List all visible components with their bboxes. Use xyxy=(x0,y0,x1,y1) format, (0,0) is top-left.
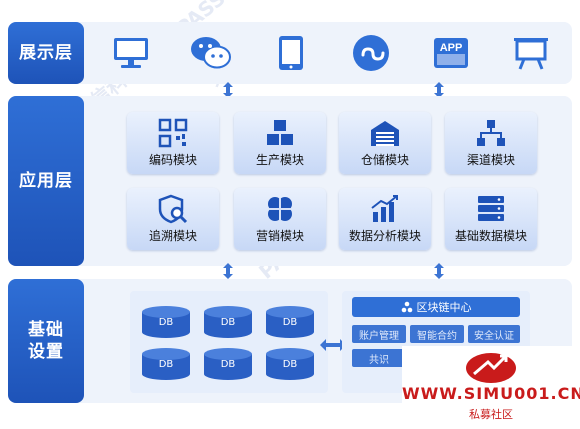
module-label: 生产模块 xyxy=(255,153,304,167)
tablet-icon xyxy=(268,30,314,76)
display-layer: 展示层 APP xyxy=(8,22,572,84)
arrow-up-down-icon xyxy=(223,263,233,279)
module-traceability: 追溯模块 xyxy=(127,188,219,250)
arrow-up-down-icon xyxy=(434,82,444,98)
blockchain-title-text: 区块链中心 xyxy=(416,301,472,314)
database-icon: DB xyxy=(202,305,254,339)
base-layer-label: 基础设置 xyxy=(8,279,84,403)
module-label: 编码模块 xyxy=(148,153,197,167)
warehouse-icon xyxy=(339,118,431,148)
module-label: 营销模块 xyxy=(255,229,304,243)
blockchain-icon xyxy=(401,301,412,313)
module-label: 渠道模块 xyxy=(466,153,515,167)
database-icon: DB xyxy=(202,347,254,381)
logo-url: WWW.SIMU001.CN xyxy=(402,384,580,403)
bar-growth-icon xyxy=(339,194,431,224)
monitor-icon xyxy=(108,30,154,76)
arrow-up-down-icon xyxy=(434,263,444,279)
module-base-data: 基础数据模块 xyxy=(445,188,537,250)
db-label: DB xyxy=(158,317,174,328)
module-channel: 渠道模块 xyxy=(445,112,537,174)
database-group: DB DB DB DB DB DB xyxy=(130,291,328,393)
module-label: 数据分析模块 xyxy=(348,229,421,243)
application-layer: 应用层 编码模块 生产模块 仓储模块 渠道模块 追溯模块 营销模块 数据分析模块… xyxy=(8,96,572,266)
database-icon: DB xyxy=(140,305,192,339)
logo-arrow-icon xyxy=(466,353,516,383)
clover-icon xyxy=(234,194,326,224)
module-marketing: 营销模块 xyxy=(234,188,326,250)
database-icon: DB xyxy=(264,305,316,339)
network-tree-icon xyxy=(445,118,537,148)
shield-search-icon xyxy=(127,194,219,224)
database-icon: DB xyxy=(140,347,192,381)
blockchain-title: 区块链中心 xyxy=(352,297,520,317)
module-label: 基础数据模块 xyxy=(454,229,527,243)
presentation-board-icon xyxy=(508,30,554,76)
blockchain-item: 账户管理 xyxy=(352,325,406,343)
app-icon: APP xyxy=(428,30,474,76)
application-layer-label: 应用层 xyxy=(8,96,84,266)
app-icon-text: APP xyxy=(440,42,463,54)
database-icon: DB xyxy=(264,347,316,381)
module-encoding: 编码模块 xyxy=(127,112,219,174)
module-data-analysis: 数据分析模块 xyxy=(339,188,431,250)
blockchain-item: 智能合约 xyxy=(410,325,464,343)
db-label: DB xyxy=(158,359,174,370)
blockchain-item: 安全认证 xyxy=(468,325,520,343)
server-icon xyxy=(445,194,537,224)
blockchain-item: 共识 xyxy=(352,349,406,367)
site-logo: WWW.SIMU001.CN 私募社区 xyxy=(402,346,580,429)
module-production: 生产模块 xyxy=(234,112,326,174)
display-layer-label: 展示层 xyxy=(8,22,84,84)
db-label: DB xyxy=(220,317,236,328)
arrow-up-down-icon xyxy=(223,82,233,98)
wechat-icon xyxy=(188,30,234,76)
base-layer-label-text: 基础设置 xyxy=(28,320,64,362)
db-label: DB xyxy=(282,317,298,328)
logo-subtitle: 私募社区 xyxy=(469,408,513,421)
module-warehouse: 仓储模块 xyxy=(339,112,431,174)
db-label: DB xyxy=(282,359,298,370)
module-label: 仓储模块 xyxy=(360,153,409,167)
boxes-icon xyxy=(234,118,326,148)
qr-code-icon xyxy=(127,118,219,148)
db-label: DB xyxy=(220,359,236,370)
module-label: 追溯模块 xyxy=(148,229,197,243)
mini-program-icon xyxy=(348,30,394,76)
arrow-left-right-icon xyxy=(320,339,346,351)
